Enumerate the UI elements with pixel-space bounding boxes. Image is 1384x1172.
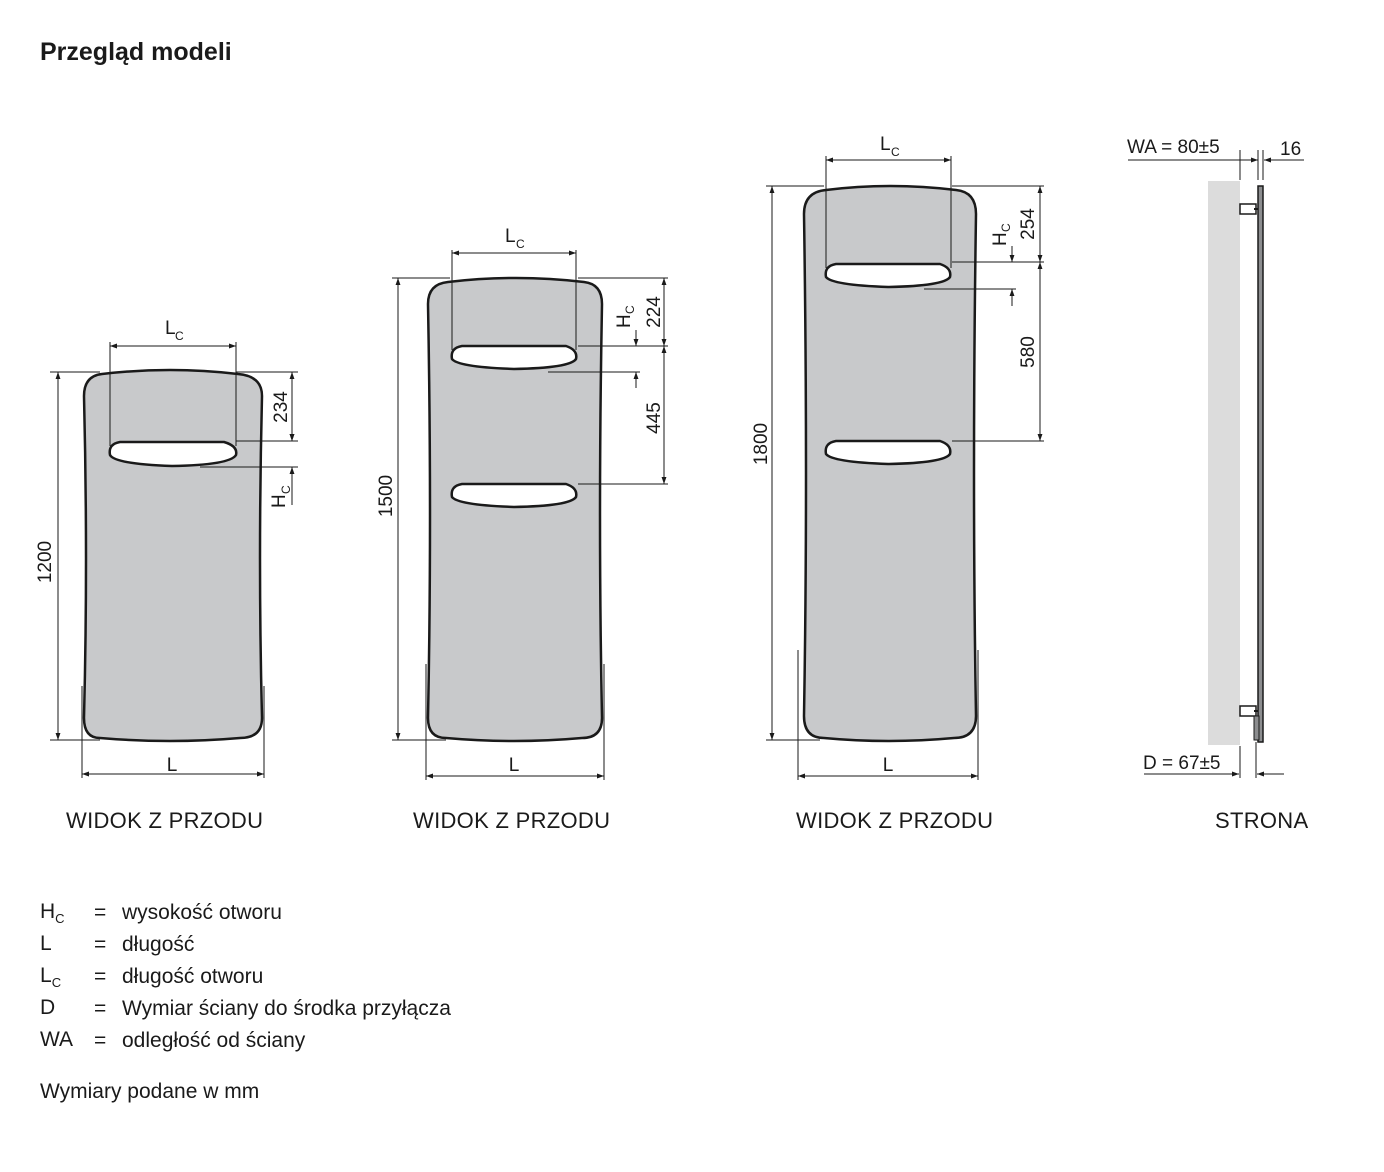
wall — [1208, 181, 1240, 745]
side-view: WA = 80±5 16 D = 67±5 — [1127, 137, 1304, 778]
legend-text: wysokość otworu — [122, 901, 282, 924]
lc-label-1500: L — [505, 226, 516, 247]
hc-label-1200: H — [269, 494, 290, 508]
hc-sub-1500: C — [623, 305, 637, 314]
legend-row-d: D = Wymiar ściany do środka przyłącza — [40, 993, 451, 1025]
lc-label-1800: L — [880, 134, 891, 155]
l-label-1800: L — [883, 755, 894, 776]
lc-sub-1800: C — [891, 145, 900, 159]
view-label-1200: WIDOK Z PRZODU — [66, 808, 264, 833]
wall-distance-dim: WA = 80±5 — [1127, 137, 1220, 158]
legend-equals: = — [94, 933, 107, 956]
legend-text: Wymiar ściany do środka przyłącza — [122, 997, 451, 1020]
legend-row-lc: LC = długość otworu — [40, 961, 451, 993]
units-note: Wymiary podane w mm — [40, 1080, 260, 1103]
view-label-1800: WIDOK Z PRZODU — [796, 808, 994, 833]
hc-sub-1200: C — [279, 485, 293, 494]
lc-sub-1200: C — [175, 329, 184, 343]
legend-row-l: L = długość — [40, 929, 451, 961]
hole-offset-1800: 254 — [1018, 208, 1039, 240]
towel-slot-1500-lower — [450, 482, 578, 509]
thickness-dim: 16 — [1280, 139, 1301, 160]
lc-label-1200: L — [165, 318, 176, 339]
legend-equals: = — [94, 997, 107, 1020]
legend-symbol: WA — [40, 1027, 74, 1051]
legend-equals: = — [94, 1029, 107, 1052]
page-title: Przegląd modeli — [40, 38, 232, 66]
hc-label-1500: H — [614, 314, 635, 328]
height-1500: 1500 — [376, 475, 397, 517]
towel-slot-1800-upper — [824, 262, 952, 289]
hole-spacing-1500: 445 — [644, 402, 665, 434]
towel-slot-1500-upper — [450, 344, 578, 371]
legend-text: odległość od ściany — [122, 1029, 306, 1052]
legend-symbol: LC — [40, 963, 62, 991]
radiator-side-profile — [1257, 185, 1264, 743]
hole-offset-1200: 234 — [271, 391, 292, 423]
bracket-bottom — [1239, 705, 1257, 717]
legend-equals: = — [94, 965, 107, 988]
legend-symbol: L — [40, 931, 52, 955]
connection-pipe — [1253, 715, 1260, 741]
legend-row-wa: WA = odległość od ściany — [40, 1025, 451, 1057]
lc-sub-1500: C — [516, 237, 525, 251]
front-view-1500: L C 1500 L 224 445 H C — [376, 226, 668, 780]
towel-slot-1800-lower — [824, 439, 952, 466]
legend-text: długość — [122, 933, 195, 956]
radiator-panel-1500 — [426, 276, 604, 743]
hole-spacing-1800: 580 — [1018, 336, 1039, 368]
legend: HC = wysokość otworu L = długość LC = dł… — [40, 897, 451, 1057]
hc-sub-1800: C — [999, 223, 1013, 232]
view-label-1500: WIDOK Z PRZODU — [413, 808, 611, 833]
l-label-1500: L — [509, 755, 520, 776]
height-1800: 1800 — [751, 423, 772, 465]
legend-text: długość otworu — [122, 965, 264, 988]
radiator-panel-1200 — [82, 368, 264, 743]
legend-equals: = — [94, 901, 107, 924]
view-label-side: STRONA — [1215, 808, 1309, 833]
legend-symbol: HC — [40, 899, 65, 927]
front-view-1800: L C 1800 L 254 580 H C — [751, 134, 1044, 780]
hc-label-1800: H — [990, 232, 1011, 246]
towel-slot-1200 — [108, 440, 238, 468]
l-label-1200: L — [167, 755, 178, 776]
hole-offset-1500: 224 — [644, 296, 665, 328]
connection-depth-dim: D = 67±5 — [1143, 753, 1221, 774]
bracket-top — [1239, 203, 1257, 215]
legend-symbol: D — [40, 995, 56, 1019]
legend-row-hc: HC = wysokość otworu — [40, 897, 451, 929]
front-view-1200: L C 1200 L 234 H C — [35, 318, 298, 778]
height-1200: 1200 — [35, 541, 56, 583]
